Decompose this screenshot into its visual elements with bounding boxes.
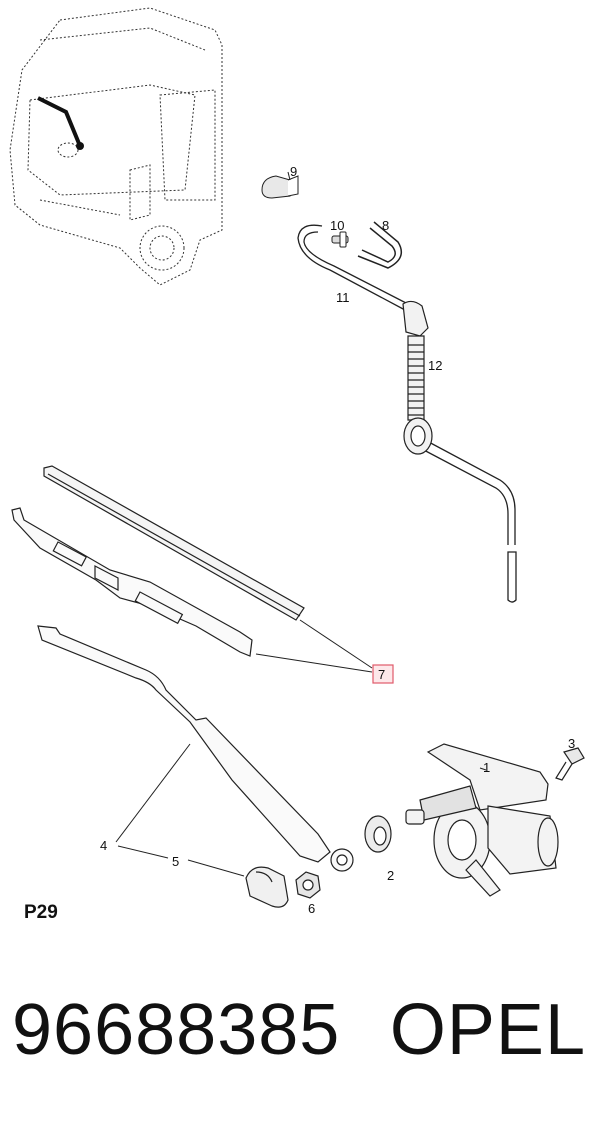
wiper-parts-diagram: 1 2 3 4 5 6 7 8 9 10 11 12 [9,7,585,916]
u-hose-clip [357,221,403,269]
seal-washer [364,815,392,853]
callout-2: 2 [387,868,394,883]
footer: 96688385 OPEL [0,985,600,1075]
hex-nut [295,871,321,899]
callout-6: 6 [308,901,315,916]
washer-hose [297,224,517,603]
callout-11: 11 [336,290,350,305]
hose-grommet-bellows [402,300,433,455]
callout-5: 5 [172,854,179,869]
leader-lines [115,171,487,877]
callout-12: 12 [428,358,442,373]
callout-8: 8 [382,218,389,233]
callout-9: 9 [290,164,297,179]
brand-name: OPEL [389,990,586,1070]
callout-3: 3 [568,736,575,751]
callout-1: 1 [483,760,490,775]
part-number: 96688385 [12,990,341,1070]
wiper-arm-cap [245,866,289,908]
wiper-motor [405,743,559,897]
wiper-pivot-dot [76,142,84,150]
mounting-bolt [555,747,585,781]
diagram-page-code: P29 [24,902,58,923]
callout-7-highlight-box [372,664,394,684]
wiper-blade-frame [11,507,253,657]
wiper-arm [37,625,354,872]
callout-7: 7 [378,667,385,682]
hose-connector [331,231,349,248]
car-rear-illustration [9,7,223,286]
washer-jet [261,175,299,199]
rear-wiper-highlight [37,96,82,147]
callout-4: 4 [100,838,107,853]
wiper-blade-rubber [43,465,305,621]
callout-10: 10 [330,218,344,233]
